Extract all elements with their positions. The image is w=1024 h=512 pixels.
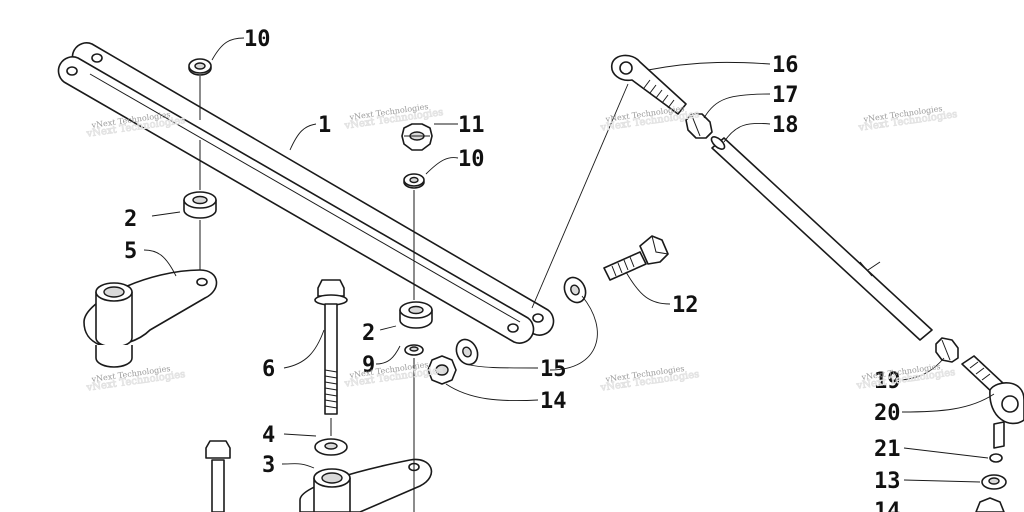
callout-19: 19 — [874, 369, 901, 394]
nut-part-14-right — [975, 497, 1005, 512]
callout-2-left: 2 — [124, 207, 137, 232]
callout-labels: 1 2 5 10 11 10 2 9 6 4 3 15 14 12 16 17 … — [124, 27, 901, 512]
bolt-part-12 — [603, 235, 669, 281]
callout-6: 6 — [262, 357, 275, 382]
callout-13: 13 — [874, 469, 901, 494]
callout-3: 3 — [262, 453, 275, 478]
washer-part-4 — [314, 418, 348, 456]
lower-bracket-part-3 — [299, 458, 433, 512]
callout-10-top: 10 — [244, 27, 271, 52]
pivot-bracket-part-5 — [83, 269, 218, 368]
callout-20: 20 — [874, 401, 901, 426]
callout-18: 18 — [772, 113, 799, 138]
washer-part-9 — [404, 344, 424, 512]
jam-nut-part-19 — [935, 337, 959, 363]
callout-11: 11 — [458, 113, 485, 138]
washer-part-15-left — [455, 338, 479, 366]
callout-14-right: 14 — [874, 499, 901, 512]
washer-part-10-top — [188, 58, 212, 120]
callout-21: 21 — [874, 437, 901, 462]
link-arm-part-1 — [57, 42, 555, 344]
callout-9: 9 — [362, 353, 375, 378]
washer-part-21 — [989, 453, 1003, 463]
washer-part-13 — [981, 474, 1007, 490]
callout-14-left: 14 — [540, 389, 567, 414]
callout-16: 16 — [772, 53, 799, 78]
bushing-part-2-left — [183, 140, 217, 280]
rod-end-part-16 — [610, 54, 687, 115]
callout-1: 1 — [318, 113, 331, 138]
callout-4: 4 — [262, 423, 275, 448]
washer-part-10-middle — [403, 173, 425, 300]
jam-nut-part-17 — [685, 113, 713, 139]
callout-5: 5 — [124, 239, 137, 264]
washer-part-15-right — [563, 276, 587, 304]
callout-2-middle: 2 — [362, 321, 375, 346]
rod-end-part-20 — [961, 355, 1024, 449]
tie-rod-part-18 — [710, 136, 933, 341]
callout-17: 17 — [772, 83, 799, 108]
callout-10-middle: 10 — [458, 147, 485, 172]
bushing-part-2-middle — [399, 301, 433, 329]
lower-left-bolt — [205, 440, 231, 512]
leader-lines — [143, 37, 995, 483]
long-bolt-part-6 — [314, 279, 348, 415]
callout-12: 12 — [672, 293, 699, 318]
callout-15: 15 — [540, 357, 567, 382]
lock-nut-part-11 — [401, 123, 433, 151]
nut-part-14-left — [427, 355, 457, 385]
